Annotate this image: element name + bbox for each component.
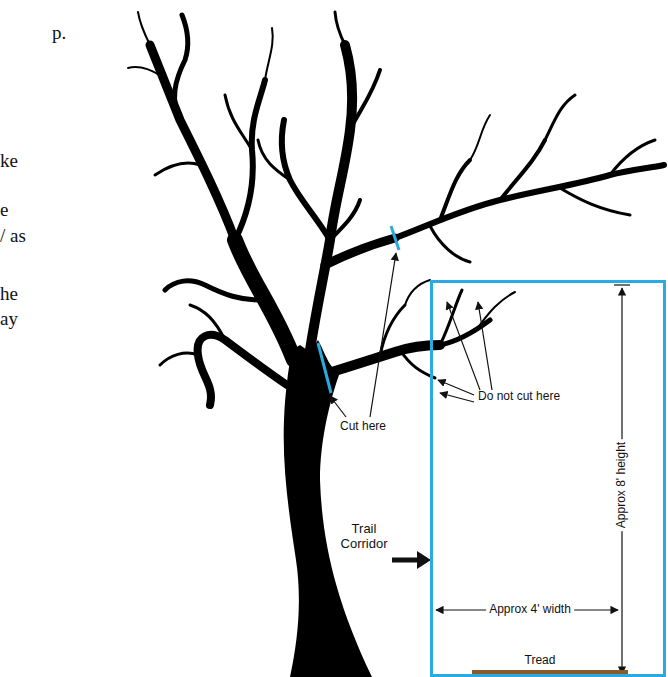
- cut-label: Cut here: [340, 420, 386, 434]
- tree-silhouette: [128, 12, 664, 677]
- tread-label: Tread: [525, 654, 556, 668]
- trail-corridor-box: Approx 4' width Approx 8' heightTread: [430, 280, 666, 677]
- corridor-arrow: [392, 551, 431, 569]
- width-dimension: Approx 4' width: [486, 603, 574, 617]
- cropped-text: p.: [52, 22, 66, 44]
- cropped-text: e: [0, 199, 8, 221]
- tread-line: [472, 670, 628, 674]
- cropped-text: he: [0, 283, 18, 305]
- cropped-text: ay: [0, 308, 18, 330]
- cropped-text: ke: [0, 150, 18, 172]
- no-cut-label: Do not cut here: [478, 390, 560, 404]
- corridor-label: Trail Corridor: [330, 522, 398, 552]
- cropped-text: / as: [0, 225, 26, 247]
- height-dimension: Approx 8' height: [615, 439, 629, 531]
- dimension-arrows: [436, 285, 630, 675]
- leader-lines: [330, 253, 492, 417]
